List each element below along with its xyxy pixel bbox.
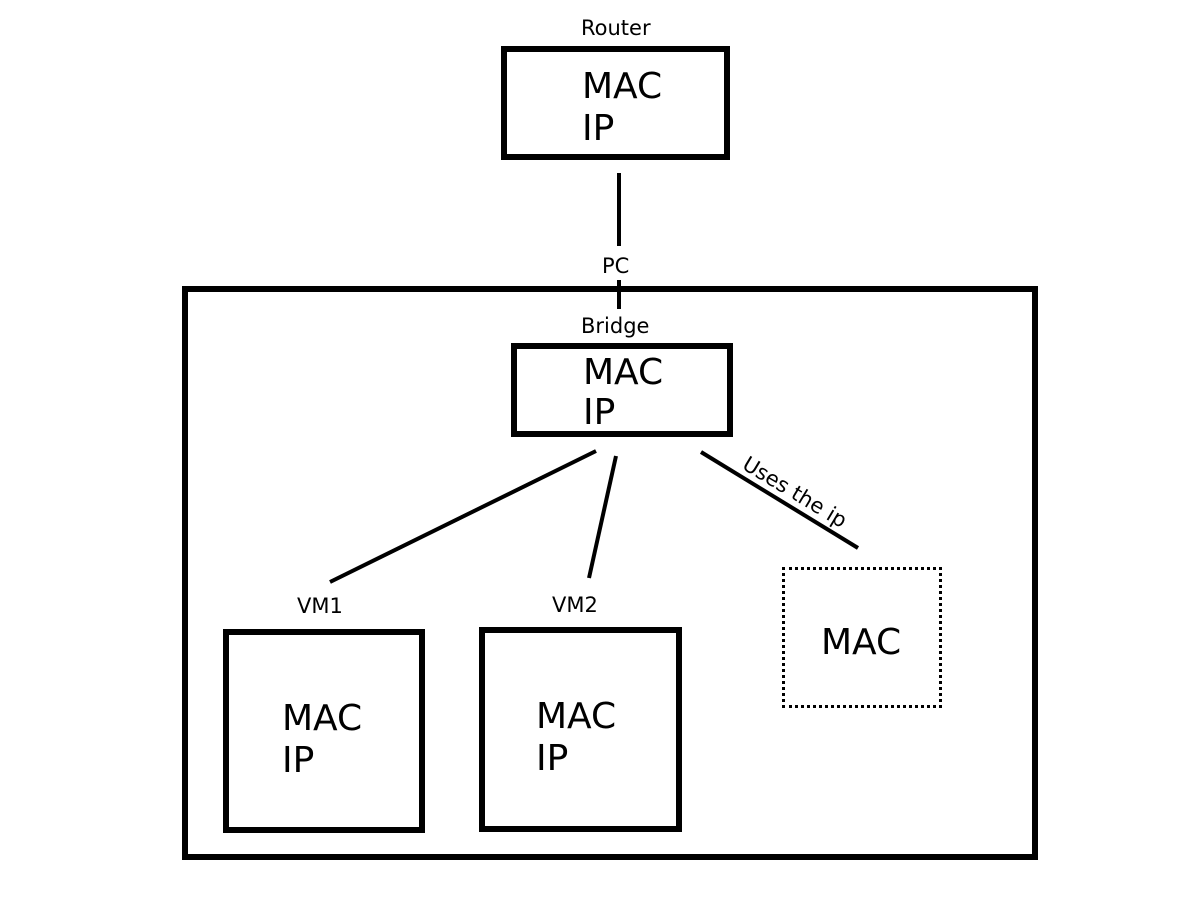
- pc-label: PC: [602, 254, 630, 278]
- router-box: MAC IP: [501, 46, 730, 160]
- bridge-vm2-link: [587, 455, 618, 579]
- bridge-mac-link: [699, 450, 860, 550]
- router-label: Router: [581, 16, 651, 40]
- bridge-box: MAC IP: [511, 343, 733, 437]
- vm1-label: VM1: [297, 594, 343, 618]
- vm2-mac-text: MAC: [536, 696, 617, 737]
- vm1-box: MAC IP: [223, 629, 425, 833]
- mac-only-text: MAC: [821, 622, 902, 663]
- router-mac-text: MAC: [582, 66, 663, 107]
- router-ip-text: IP: [582, 108, 615, 149]
- bridge-ip-text: IP: [583, 392, 616, 433]
- bridge-label: Bridge: [581, 314, 650, 338]
- vm1-ip-text: IP: [282, 740, 315, 781]
- vm2-ip-text: IP: [536, 738, 569, 779]
- vm1-mac-text: MAC: [282, 698, 363, 739]
- vm2-label: VM2: [552, 593, 598, 617]
- vm2-box: MAC IP: [479, 627, 682, 832]
- bridge-mac-text: MAC: [583, 352, 664, 393]
- edge-note: Uses the ip: [738, 452, 851, 533]
- pc-container: [182, 286, 1038, 860]
- mac-only-box: MAC: [782, 567, 942, 708]
- bridge-vm1-link: [329, 449, 597, 584]
